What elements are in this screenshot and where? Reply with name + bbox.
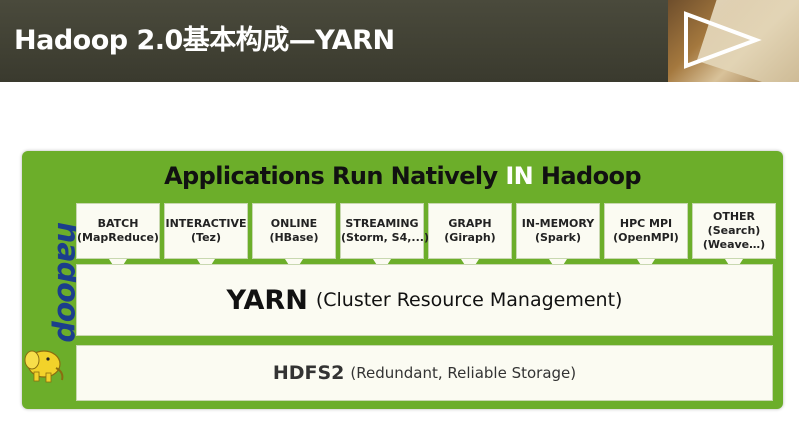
app-label: GRAPH	[448, 217, 492, 230]
app-box-batch: BATCH (MapReduce)	[76, 203, 160, 259]
slide-title: Hadoop 2.0基本构成—YARN	[14, 25, 395, 56]
yarn-description: (Cluster Resource Management)	[315, 289, 623, 311]
logo-wordmark: hadoop	[50, 222, 76, 342]
app-box-hpc-mpi: HPC MPI (OpenMPI)	[604, 203, 688, 259]
app-box-graph: GRAPH (Giraph)	[428, 203, 512, 259]
app-example: (HBase)	[269, 231, 319, 244]
diagram-banner: Applications Run Natively IN Hadoop	[22, 162, 783, 190]
app-box-streaming: STREAMING (Storm, S4,...)	[340, 203, 429, 259]
app-box-online: ONLINE (HBase)	[252, 203, 336, 259]
app-box-interactive: INTERACTIVE (Tez)	[164, 203, 248, 259]
banner-text-post: Hadoop	[533, 162, 642, 190]
app-box-in-memory: IN-MEMORY (Spark)	[516, 203, 600, 259]
app-example: (MapReduce)	[77, 231, 159, 244]
hdfs-description: (Redundant, Reliable Storage)	[350, 364, 577, 382]
hdfs-name: HDFS2	[272, 362, 345, 384]
banner-text-pre: Applications Run Natively	[164, 162, 506, 190]
banner-highlight: IN	[505, 162, 534, 190]
yarn-layer: YARN (Cluster Resource Management)	[76, 264, 773, 336]
hadoop-elephant-logo: hadoop	[24, 222, 76, 383]
app-example: (Storm, S4,...)	[341, 231, 429, 244]
app-example: (Giraph)	[444, 231, 496, 244]
app-example: (Search)	[707, 224, 761, 237]
title-bar	[0, 0, 799, 82]
app-example: (Tez)	[191, 231, 221, 244]
app-label: ONLINE	[270, 217, 318, 230]
app-label: BATCH	[97, 217, 139, 230]
app-label: IN-MEMORY	[521, 217, 595, 230]
app-label: STREAMING	[345, 217, 419, 230]
play-arrow-icon[interactable]	[682, 10, 762, 70]
app-box-other: OTHER (Search) (Weave…)	[692, 203, 776, 259]
app-label: HPC MPI	[619, 217, 673, 230]
yarn-name: YARN	[226, 284, 308, 316]
app-label: INTERACTIVE	[165, 217, 247, 230]
hdfs-layer: HDFS2 (Redundant, Reliable Storage)	[76, 345, 773, 401]
app-example-extra: (Weave…)	[702, 238, 766, 251]
app-example: (OpenMPI)	[613, 231, 679, 244]
app-example: (Spark)	[534, 231, 581, 244]
app-label: OTHER	[712, 210, 756, 223]
